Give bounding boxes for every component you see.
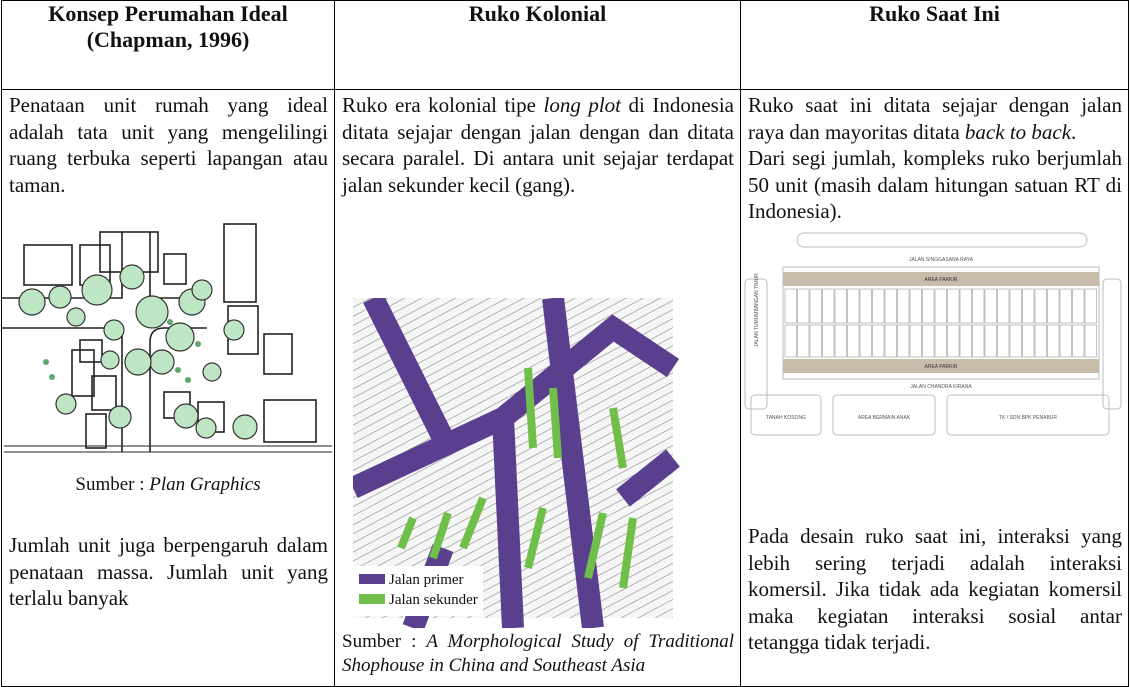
colonial-desc-italic: long plot: [543, 93, 621, 117]
plan-unit: [922, 288, 935, 323]
plan-unit: [947, 324, 960, 357]
plan-unit: [797, 288, 810, 323]
plan-unit: [1059, 288, 1072, 323]
legend-swatch-secondary: [359, 594, 385, 604]
current-interaction-text: Pada desain ruko saat ini, interaksi yan…: [748, 524, 1122, 654]
colonial-source-title: A Morphological Study of Traditional Sho…: [342, 631, 734, 676]
plan-unit: [1034, 324, 1047, 357]
plan-parking-top-strip: [783, 271, 1099, 286]
shrub-dots: [43, 319, 201, 383]
header-ideal-housing: Konsep Perumahan Ideal (Chapman, 1996): [1, 0, 335, 90]
plan-unit: [947, 288, 960, 323]
plan-road-left: JALAN TUMUMBANGAN TIMUR: [754, 272, 760, 346]
current-site-plan: JALAN SINGGASANA RAYA AREA PARKIR AREA P…: [744, 232, 1122, 435]
cell-ideal-housing: Penataan unit rumah yang ideal adalah ta…: [1, 89, 335, 687]
plan-unit: [784, 288, 797, 323]
ideal-description: Penataan unit rumah yang ideal adalah ta…: [9, 93, 328, 197]
ideal-housing-sketch: [2, 223, 332, 453]
plan-unit: [997, 288, 1010, 323]
plan-unit: [859, 288, 872, 323]
plan-unit: [809, 324, 822, 357]
plan-unit: [1009, 288, 1022, 323]
colonial-desc-a: Ruko era kolonial tipe: [342, 93, 544, 117]
plan-unit: [1034, 288, 1047, 323]
cell-current-shophouse: Ruko saat ini ditata sejajar dengan jala…: [740, 89, 1129, 687]
current-unit-count: Dari segi jumlah, kompleks ruko berjumla…: [748, 146, 1122, 223]
plan-unit: [909, 288, 922, 323]
plan-unit: [909, 324, 922, 357]
legend-primary-label: Jalan primer: [389, 572, 464, 588]
plan-unit: [1047, 288, 1060, 323]
header-ideal-citation: (Chapman, 1996): [86, 27, 250, 52]
cell-colonial-shophouse: Ruko era kolonial tipe long plot di Indo…: [334, 89, 741, 687]
current-desc-a: Ruko saat ini ditata sejajar dengan jala…: [748, 93, 1122, 144]
plan-unit: [1047, 324, 1060, 357]
plan-lot3: TK / SDN BPK PENABUR: [999, 415, 1057, 421]
plan-unit: [884, 324, 897, 357]
header-ideal-title: Konsep Perumahan Ideal: [48, 1, 288, 26]
colonial-source-prefix: Sumber :: [342, 631, 427, 652]
plan-unit: [859, 324, 872, 357]
tree-cluster: [18, 264, 258, 440]
colonial-description: Ruko era kolonial tipe long plot di Indo…: [336, 92, 740, 198]
plan-unit: [872, 324, 885, 357]
plan-unit: [822, 324, 835, 357]
ideal-source-prefix: Sumber :: [75, 474, 150, 495]
plan-unit: [1072, 288, 1085, 323]
ideal-unit-count-text: Jumlah unit juga berpengaruh dalam penat…: [9, 533, 328, 610]
secondary-roads: [397, 367, 637, 589]
plan-unit: [822, 288, 835, 323]
legend-secondary-label: Jalan sekunder: [389, 592, 478, 608]
plan-unit: [997, 324, 1010, 357]
current-desc-b: .: [1071, 119, 1077, 144]
plan-parking-bottom: AREA PARKIR: [925, 364, 958, 370]
plan-unit: [784, 324, 797, 357]
plan-unit: [797, 324, 810, 357]
plan-unit: [1059, 324, 1072, 357]
plan-unit: [959, 288, 972, 323]
plan-road-top: JALAN SINGGASANA RAYA: [909, 257, 974, 263]
current-description: Ruko saat ini ditata sejajar dengan jala…: [742, 92, 1128, 225]
plan-unit: [1072, 324, 1085, 357]
current-desc-italic: back to back: [964, 119, 1072, 144]
colonial-desc-b: di Indonesia ditata sejajar dengan jalan…: [342, 93, 734, 197]
plan-units: [784, 288, 1097, 357]
plan-unit: [1022, 324, 1035, 357]
plan-unit: [809, 288, 822, 323]
header-current-shophouse: Ruko Saat Ini: [740, 0, 1129, 90]
plan-unit: [934, 288, 947, 323]
plan-unit: [872, 288, 885, 323]
plan-lot2: AREA BERMAIN ANAK: [858, 415, 911, 421]
plan-unit: [847, 324, 860, 357]
plan-unit: [984, 324, 997, 357]
plan-unit: [1084, 288, 1097, 323]
plan-unit: [884, 288, 897, 323]
plan-unit: [847, 288, 860, 323]
plan-unit: [834, 288, 847, 323]
colonial-map: Jalan primer Jalan sekunder: [348, 293, 683, 632]
plan-unit: [897, 288, 910, 323]
plan-unit: [972, 288, 985, 323]
plan-unit: [897, 324, 910, 357]
colonial-map-drawing: Jalan primer Jalan sekunder: [348, 293, 680, 632]
ideal-source-title: Plan Graphics: [149, 474, 261, 495]
legend-swatch-primary: [359, 574, 385, 584]
header-colonial-shophouse: Ruko Kolonial: [334, 0, 741, 90]
plan-unit: [959, 324, 972, 357]
plan-lot1: TANAH KOSONG: [766, 415, 806, 421]
plan-unit: [972, 324, 985, 357]
plan-parking-top: AREA PARKIR: [925, 277, 958, 283]
plan-unit: [834, 324, 847, 357]
plan-road-bottom: JALAN CHANDRA KIRANA: [910, 384, 972, 390]
plan-unit: [922, 324, 935, 357]
plan-unit: [984, 288, 997, 323]
plan-unit: [1009, 324, 1022, 357]
plan-unit: [1084, 324, 1097, 357]
plan-unit: [934, 324, 947, 357]
plan-parking-bottom-strip: [783, 358, 1099, 373]
plan-unit: [1022, 288, 1035, 323]
ideal-source: Sumber : Plan Graphics: [3, 474, 334, 496]
colonial-source: Sumber : A Morphological Study of Tradit…: [336, 630, 734, 678]
